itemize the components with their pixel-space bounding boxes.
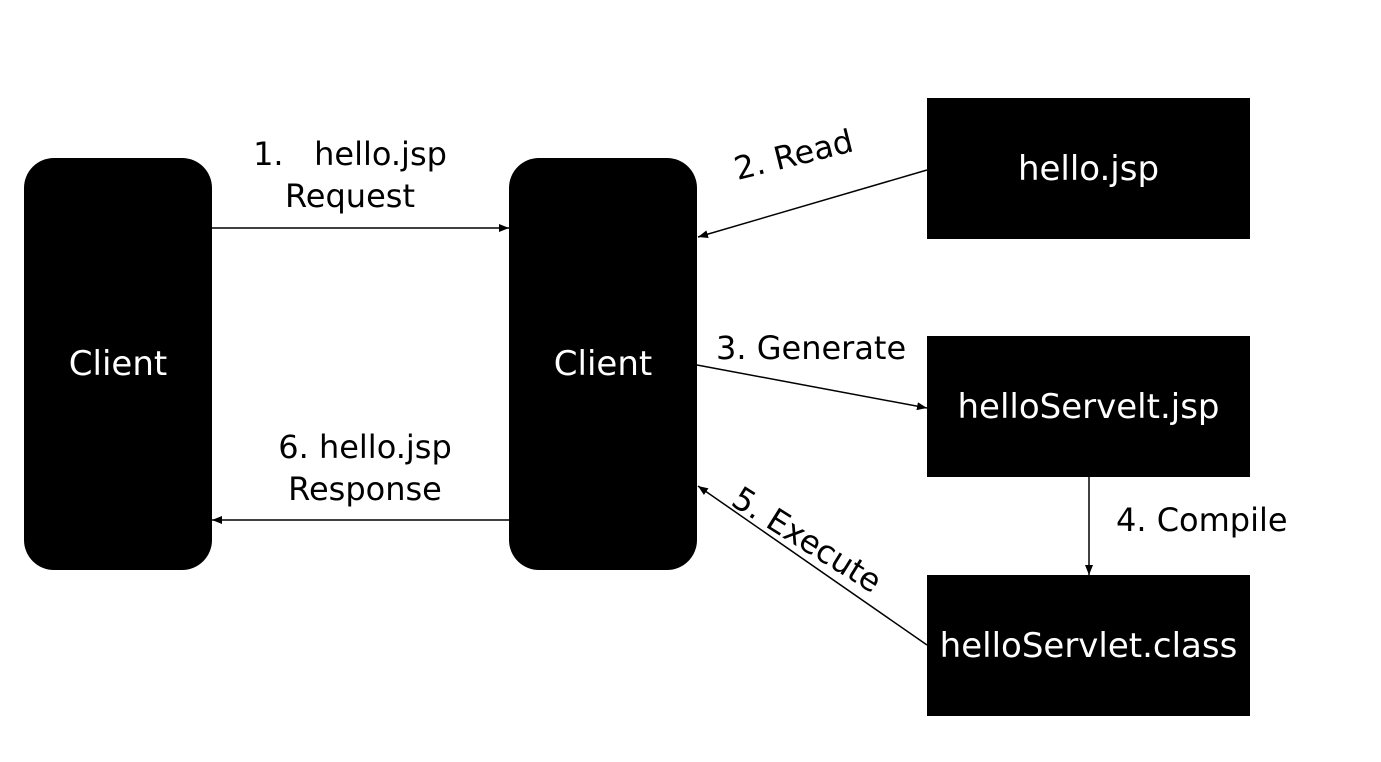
edge-label-response: 6. hello.jsp Response [265,427,465,510]
edge-generate [696,364,928,411]
edge-label-request: 1. hello.jsp Request [250,134,450,217]
edge-execute [697,485,928,646]
response-label-line1: 6. hello.jsp [278,428,452,466]
edge-read [697,169,928,239]
request-label-line2: Request [285,176,415,215]
client-left-node: Client [24,158,212,570]
edge-label-generate: 3. Generate [716,329,907,367]
hello-jsp-label: hello.jsp [1017,148,1160,189]
response-label-line2: Response [288,469,442,508]
edge-label-compile: 4. Compile [1116,501,1288,539]
hello-servelt-jsp-label: helloServelt.jsp [957,386,1220,427]
client-middle-node: Client [509,158,697,570]
hello-servlet-class-node: helloServlet.class [927,575,1250,716]
client-middle-label: Client [553,344,653,384]
hello-servelt-jsp-node: helloServelt.jsp [927,336,1250,477]
hello-jsp-node: hello.jsp [927,98,1250,239]
request-label-line1: 1. hello.jsp [253,135,447,173]
client-left-label: Client [68,344,168,384]
hello-servlet-class-label: helloServlet.class [939,625,1238,666]
